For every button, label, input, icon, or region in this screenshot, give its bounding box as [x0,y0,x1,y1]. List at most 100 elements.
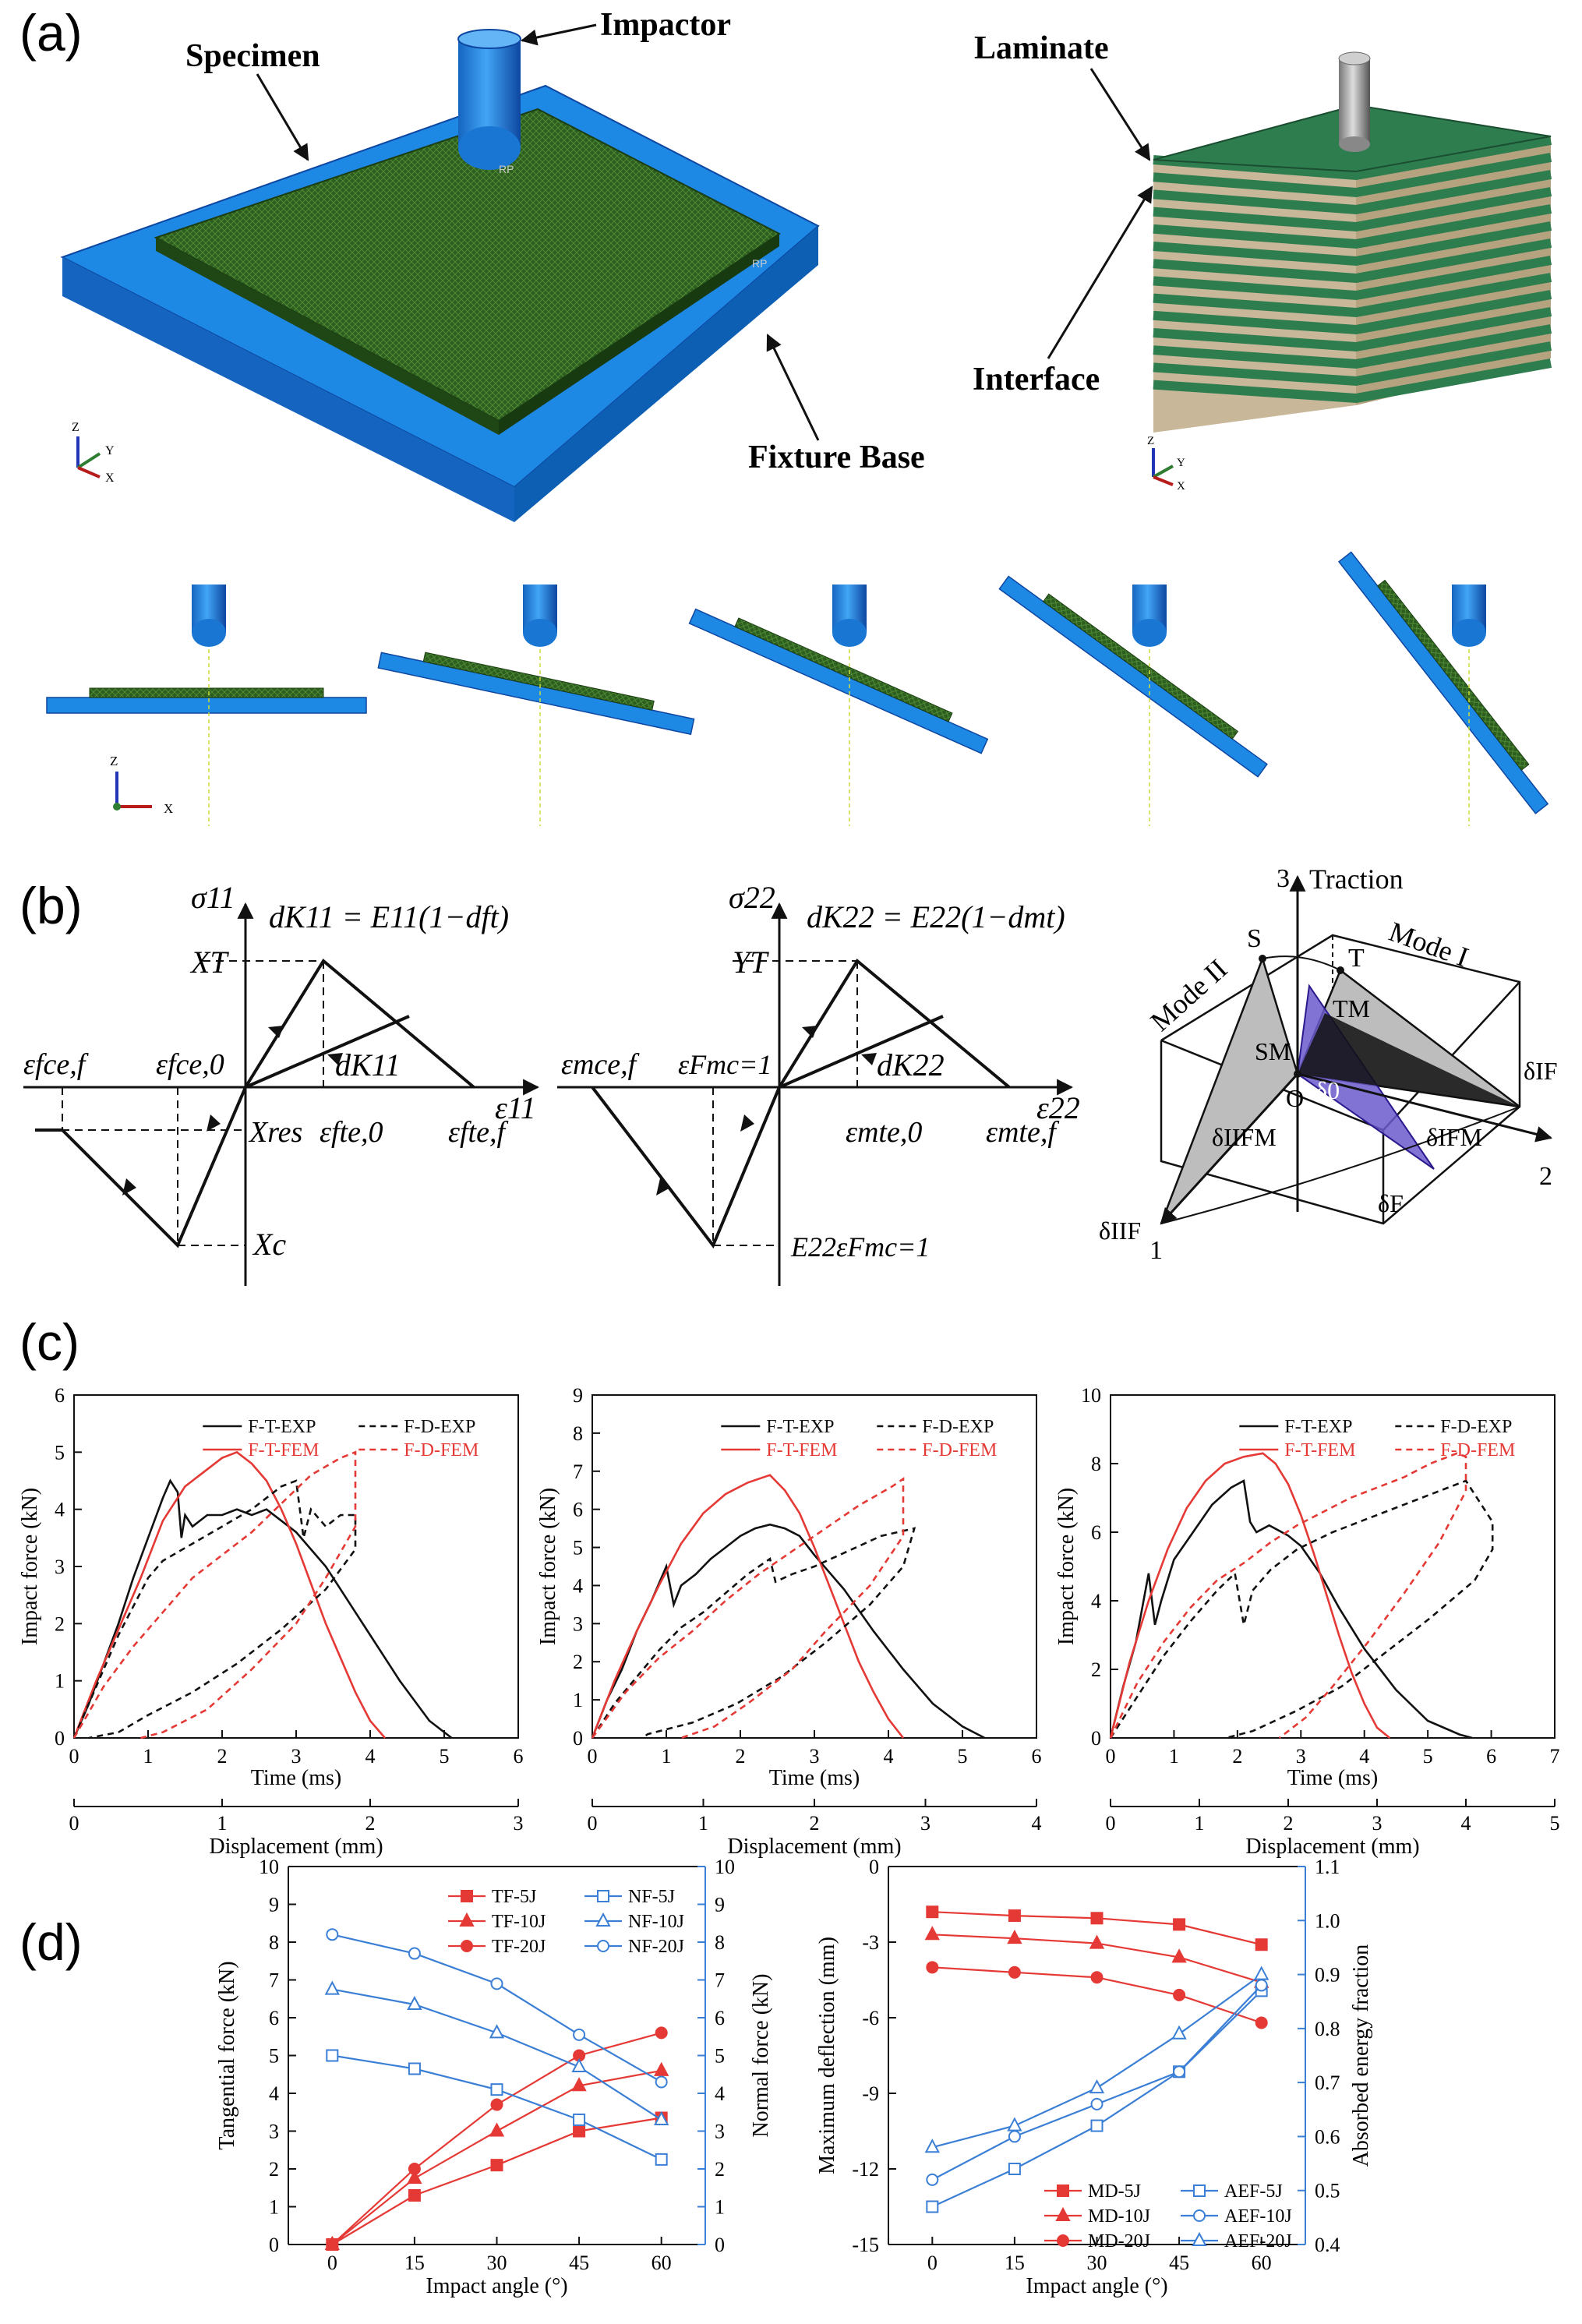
secondary-x-axis-label: Displacement (mm) [727,1835,901,1859]
y2-tick-label: 0 [715,2234,725,2256]
laminate-ply [1153,256,1552,301]
marker-square [1255,1938,1268,1951]
y2-tick-label: 0.4 [1315,2234,1340,2256]
y-tick-label: 10 [1081,1384,1101,1407]
y-tick-label: 5 [573,1537,583,1559]
x-tick-label: 0 [69,1745,79,1768]
y2-tick-label: 0.5 [1315,2180,1340,2202]
x-tick-label: 15 [1005,2252,1025,2274]
y-tick-label: 9 [573,1384,583,1407]
svg-text:ε11: ε11 [495,1090,536,1125]
arrow-laminate [1089,68,1151,161]
panel-b-letter: (b) [19,877,83,934]
series-f-t-fem [1109,1452,1391,1739]
legend-entry: MD-10J [1088,2206,1150,2227]
svg-text:εfte,f: εfte,f [448,1116,508,1149]
legend-entry: F-T-EXP [1284,1417,1352,1437]
legend-entry: NF-5J [628,1887,675,1907]
x-tick-label: 0 [327,2252,337,2274]
svg-text:Traction: Traction [1309,864,1404,895]
x-tick-label: 60 [1252,2252,1272,2274]
marker-circle [1173,2065,1186,2079]
y-tick-label: 1 [573,1689,583,1711]
y2-tick-label: 10 [715,1856,735,1878]
marker-triangle [924,1926,940,1941]
y-tick-label: 10 [259,1856,279,1878]
x-tick-label: 7 [1550,1745,1560,1768]
y-tick-label: 0 [573,1727,583,1750]
panel-d-letter: (d) [19,1913,83,1971]
y-tick-label: 8 [1091,1453,1101,1475]
svg-text:Xres: Xres [248,1116,302,1149]
legend-entry: F-D-FEM [922,1440,997,1460]
marker-triangle [595,1912,611,1927]
legend-entry: AEF-10J [1224,2206,1292,2227]
series-f-t-exp [72,1478,453,1739]
x-axis-label: Impact angle (°) [426,2274,567,2298]
svg-text:O: O [1286,1084,1304,1112]
y2-tick-label: 6 [715,2007,725,2029]
svg-text:Y: Y [105,444,115,457]
marker-square [926,2200,939,2213]
angled-view-1 [377,652,695,736]
y-tick-label: 4 [1091,1590,1101,1612]
x-tick-label: 3 [1296,1745,1306,1768]
y-axis-label: Maximum deflection (mm) [815,1937,839,2174]
laminate-ply [1153,238,1552,284]
x-tick-label: 3 [291,1745,302,1768]
secondary-x-tick-label: 0 [1106,1812,1116,1835]
laminate-stack [1153,51,1552,433]
marker-square [573,2113,586,2126]
marker-circle [926,1961,939,1974]
y-tick-label: -3 [862,1931,879,1954]
legend-entry: F-D-EXP [1440,1417,1512,1437]
y2-tick-label: 5 [715,2045,725,2068]
legend-entry: NF-10J [628,1912,684,1932]
marker-circle [408,2163,421,2175]
axis-triad-3: Z X [110,754,173,816]
svg-text:Mode I: Mode I [1385,916,1472,973]
x-tick-label: 2 [1232,1745,1242,1768]
series-tf-10j [331,2069,662,2245]
x-axis-label: Time (ms) [769,1766,860,1790]
marker-triangle [1007,2117,1022,2132]
svg-text:TM: TM [1333,994,1370,1022]
marker-triangle [1192,2231,1207,2246]
y2-tick-label: 2 [715,2158,725,2181]
mixed-mode-dark [1298,1013,1520,1107]
angled-impact-views [46,551,1549,826]
x-tick-label: 1 [1169,1745,1179,1768]
marker-circle [655,2075,668,2089]
laminate-ply [1153,221,1552,267]
marker-triangle [1089,2079,1105,2094]
secondary-x-tick-label: 1 [698,1812,708,1835]
arrow-specimen [256,73,309,161]
marker-circle [1255,2016,1268,2029]
view-fixture [1337,551,1549,814]
series-tf-20j [331,2032,662,2245]
x-axis-label: Time (ms) [251,1766,341,1790]
svg-text:εmce,f: εmce,f [561,1048,640,1081]
x-tick-label: 45 [1169,2252,1189,2274]
panel-c-letter: (c) [19,1313,79,1371]
svg-text:Z: Z [72,421,79,434]
y2-tick-label: 0.6 [1315,2125,1340,2148]
marker-circle [597,1940,609,1952]
svg-text:3: 3 [1277,864,1290,893]
x-tick-label: 1 [143,1745,154,1768]
x-tick-label: 0 [588,1745,598,1768]
view-impactor-tip [1452,619,1486,647]
legend-entry: F-D-FEM [404,1440,478,1460]
y-tick-label: 1 [55,1670,65,1693]
fiber-damage-law: σ11 dK11 = E11(1−dft) XT dK11 ε11 εfce,f… [23,880,540,1286]
secondary-x-tick-label: 4 [1032,1812,1042,1835]
svg-text:2: 2 [1539,1162,1552,1191]
svg-text:Z: Z [110,754,118,768]
marker-square [490,2083,503,2096]
marker-square [655,2153,668,2166]
legend-entry: F-T-EXP [766,1417,834,1437]
legend-entry: F-T-FEM [1284,1440,1355,1460]
